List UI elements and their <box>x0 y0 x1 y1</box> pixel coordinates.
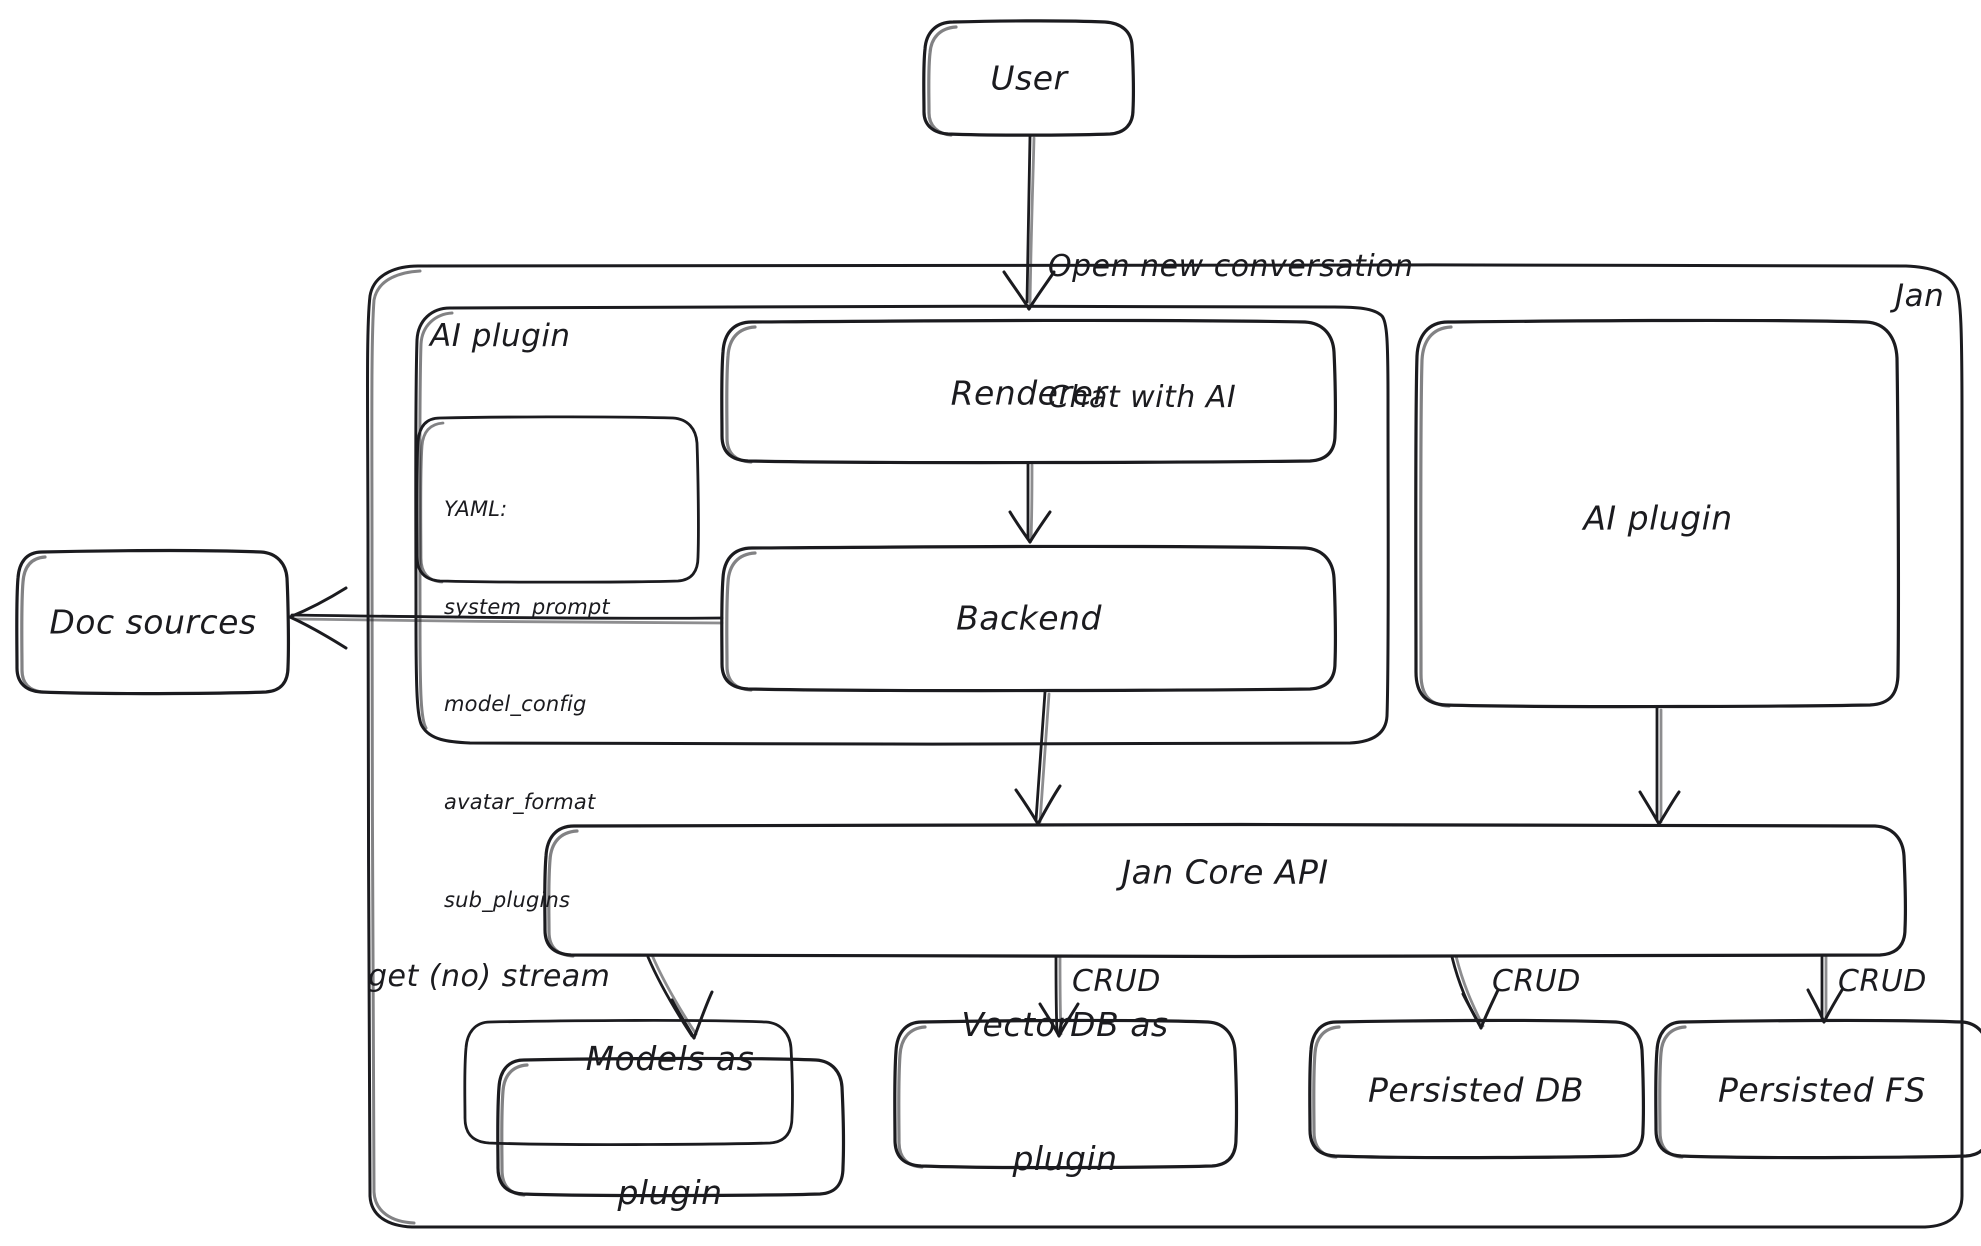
user-box-shape <box>922 19 1136 137</box>
edge-backend-to-core <box>1014 690 1062 826</box>
yaml-box-shape <box>415 415 700 584</box>
jan-core-api-box-shape <box>543 822 1908 959</box>
models-plugin-box-shape <box>496 1056 846 1198</box>
jan-container-shape <box>366 263 1964 1230</box>
models-plugin-outer-box-shape <box>463 1019 794 1146</box>
renderer-box-shape <box>720 318 1338 465</box>
edge-backend-to-doc-sources <box>288 586 724 650</box>
edge-renderer-to-backend <box>1008 461 1052 544</box>
ai-plugin-right-box-shape <box>1414 318 1901 709</box>
backend-box-shape <box>720 544 1338 693</box>
edge-core-to-models <box>646 953 714 1040</box>
edge-ai-plugin-to-core <box>1638 706 1681 826</box>
edge-core-to-persisted-fs <box>1806 955 1844 1024</box>
vectordb-plugin-box-shape <box>893 1018 1239 1170</box>
doc-sources-box-shape <box>15 548 291 696</box>
edge-core-to-vectordb <box>1038 955 1080 1038</box>
ai-plugin-container-shape <box>414 304 1390 746</box>
edge-core-to-persisted-db <box>1450 954 1500 1030</box>
persisted-db-box-shape <box>1308 1018 1646 1160</box>
edge-user-to-renderer <box>1002 134 1056 311</box>
persisted-fs-box-shape <box>1654 1018 1981 1160</box>
